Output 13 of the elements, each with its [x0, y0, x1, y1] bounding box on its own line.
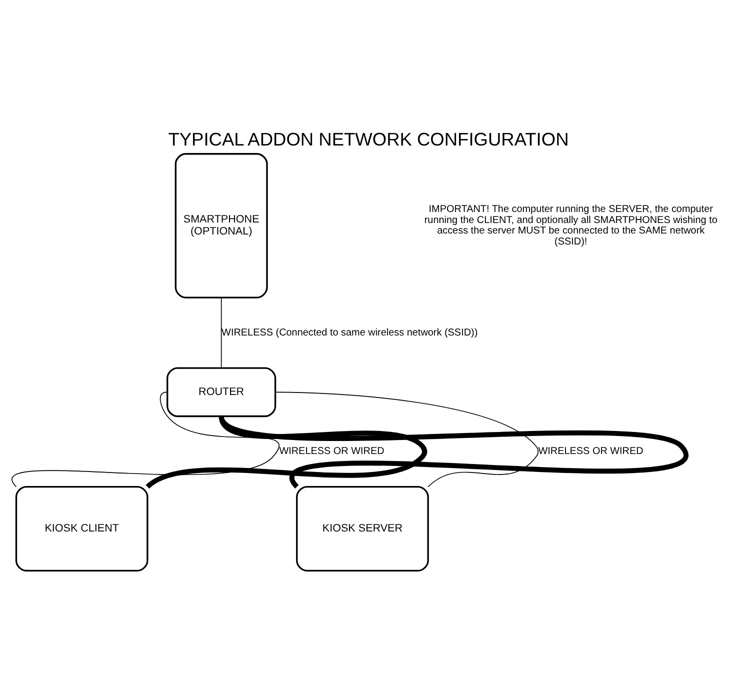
node-box: ROUTER [166, 367, 276, 418]
node-box: SMARTPHONE (OPTIONAL) [174, 153, 268, 298]
diagram-title: TYPICAL ADDON NETWORK CONFIGURATION [168, 128, 569, 150]
edge-label: WIRELESS OR WIRED [538, 446, 644, 458]
connector [219, 414, 686, 488]
label: IMPORTANT! The computer running the SERVER, the computer running the CLIENT, and optionally all SMARTPHONES wishing to access the server MUST be connected to the SAME network (SSID)! [424, 204, 718, 248]
node-box: KIOSK CLIENT [15, 486, 148, 572]
edge-label: WIRELESS OR WIRED [279, 446, 384, 458]
node-box: KIOSK SERVER [296, 486, 429, 572]
connector [220, 297, 222, 369]
connector [276, 392, 539, 488]
connector [12, 392, 280, 488]
edge-label: WIRELESS (Connected to same wireless network (SSID)) [222, 327, 478, 338]
